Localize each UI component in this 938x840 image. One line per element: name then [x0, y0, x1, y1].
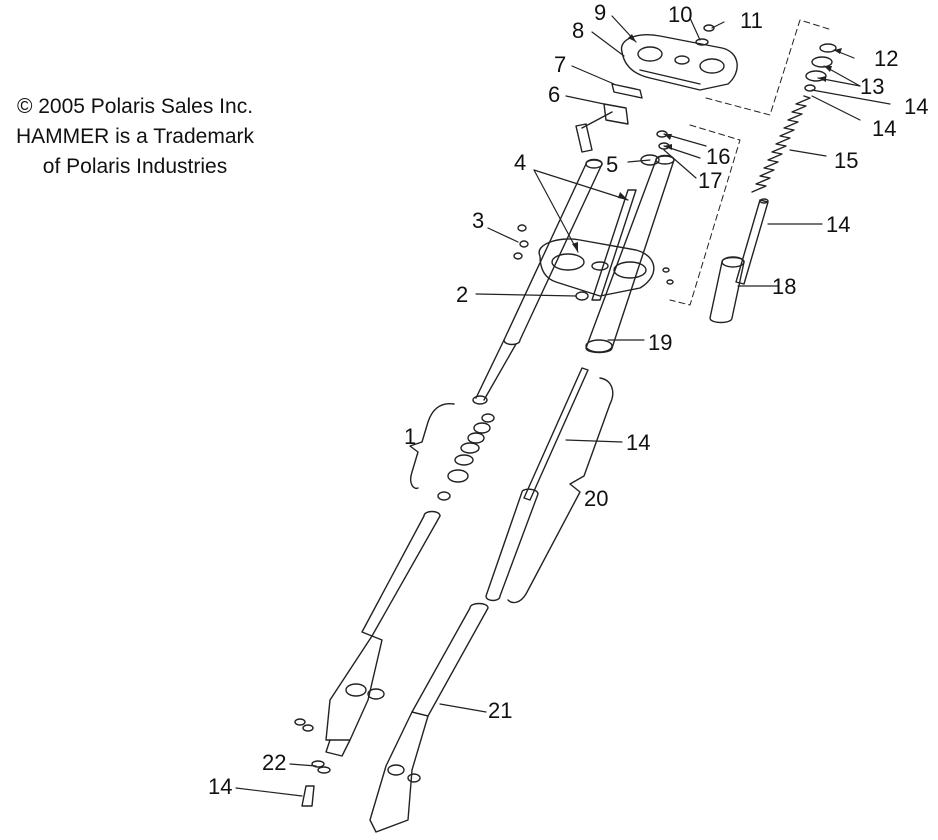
bracket-part-1	[409, 403, 455, 490]
callout-14-d: 14	[626, 430, 650, 455]
callout-10: 10	[668, 2, 692, 27]
callout-6: 6	[548, 82, 560, 107]
nut-and-washer	[695, 24, 715, 46]
copyright-line-1: © 2005 Polaris Sales Inc.	[16, 95, 254, 118]
callout-21: 21	[488, 698, 512, 723]
callout-8: 8	[572, 18, 584, 43]
callout-14-c: 14	[826, 212, 850, 237]
callout-22: 22	[262, 750, 286, 775]
steering-stem-shaft	[591, 189, 637, 301]
damper-rod	[735, 198, 769, 285]
left-fork-tube	[472, 158, 603, 405]
right-lower-leg	[369, 602, 489, 833]
axle-pinch-parts	[294, 718, 331, 807]
callout-4: 4	[514, 150, 526, 175]
callout-11: 11	[740, 8, 763, 33]
guide-dashed-lines	[669, 19, 833, 306]
callout-16: 16	[706, 144, 730, 169]
damper-cartridge	[485, 367, 589, 602]
copyright-line-3: of Polaris Industries	[42, 155, 228, 178]
callout-14-b: 14	[872, 116, 896, 141]
right-fork-tube	[585, 154, 675, 354]
upper-triple-clamp	[620, 34, 738, 91]
seal-stack	[437, 413, 495, 501]
callout-20: 20	[584, 486, 608, 511]
callout-14-e: 14	[208, 774, 232, 799]
fork-spring	[751, 95, 811, 193]
steering-stem-parts	[575, 83, 643, 153]
callout-19: 19	[648, 330, 672, 355]
bracket-part-20	[507, 377, 614, 604]
lower-triple-clamp	[538, 238, 655, 297]
callout-18: 18	[772, 274, 796, 299]
callout-3: 3	[472, 208, 484, 233]
callout-labels: 9 8 7 6 10 11 12 13 14 14 15 16 17 5 4 3…	[208, 0, 928, 799]
leader-arrowheads	[572, 34, 842, 252]
left-lower-leg	[325, 510, 441, 757]
callout-7: 7	[554, 52, 566, 77]
leader-lines	[235, 15, 891, 797]
clamp-bolts	[513, 224, 674, 301]
spacer-tube	[709, 256, 745, 324]
callout-12: 12	[874, 46, 898, 71]
callout-2: 2	[456, 282, 468, 307]
copyright-notice: © 2005 Polaris Sales Inc. HAMMER is a Tr…	[0, 92, 270, 182]
callout-15: 15	[834, 148, 858, 173]
callout-5: 5	[606, 152, 618, 177]
callout-14-a: 14	[904, 94, 928, 119]
callout-17: 17	[698, 168, 722, 193]
callout-9: 9	[594, 0, 606, 25]
callout-13: 13	[860, 74, 884, 99]
callout-1: 1	[404, 424, 416, 449]
copyright-line-2: HAMMER is a Trademark	[15, 125, 255, 148]
